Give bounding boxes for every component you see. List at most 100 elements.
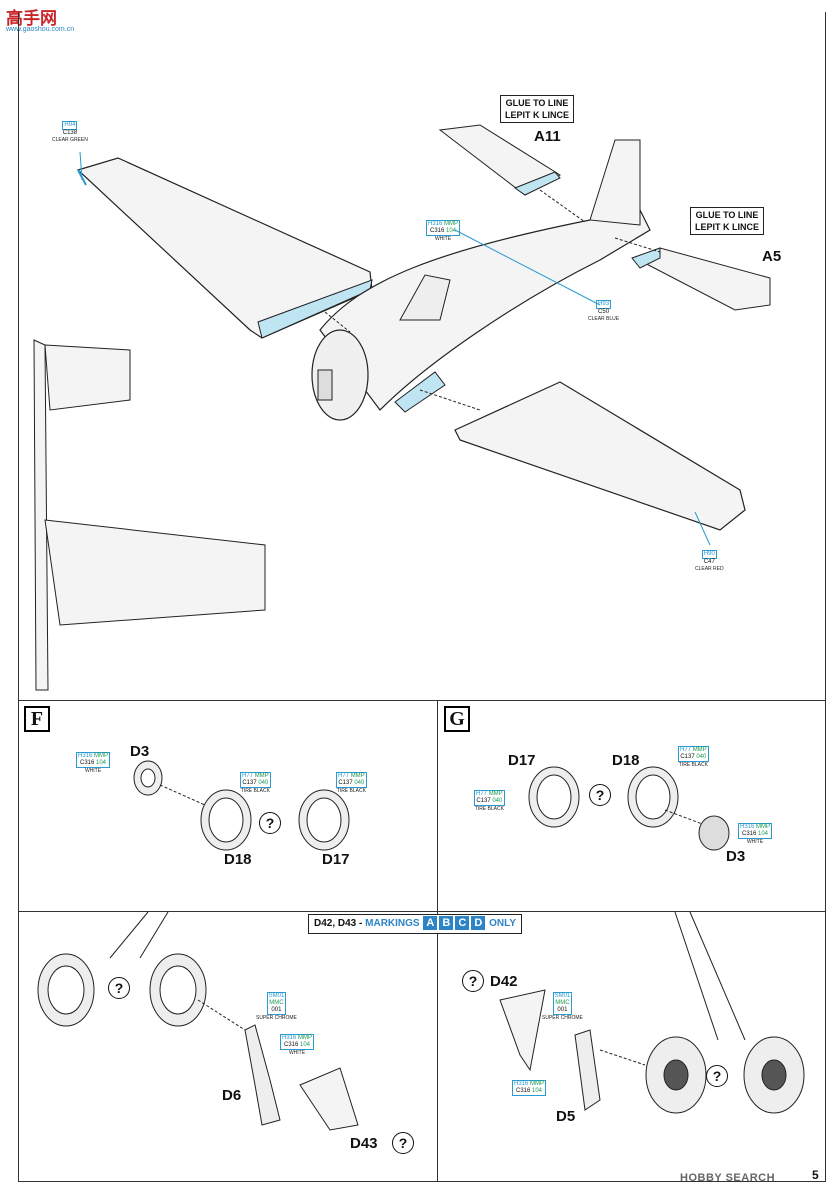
paint-code: C137 [242, 780, 257, 786]
optional-part-icon: ? [589, 784, 611, 806]
paint-code: C47 [703, 559, 715, 565]
paint-code: H90 [701, 550, 717, 559]
lower-right-frame [437, 911, 826, 1182]
paint-code: C316 [79, 760, 95, 766]
marking-badge-d: D [471, 916, 486, 931]
paint-name: TIRE BLACK [678, 762, 708, 768]
paint-name: TIRE BLACK [474, 806, 504, 812]
aircraft-illustration [33, 124, 771, 691]
paint-code: H77 [338, 773, 350, 779]
paint-code: H94 [62, 121, 78, 130]
glue-label-a5: GLUE TO LINE LEPIT K LINCE [690, 207, 765, 235]
paint-code: MMP [756, 824, 771, 830]
paint-code: MMP [444, 221, 459, 227]
paint-name: SUPER CHROME [542, 1015, 583, 1021]
part-label-d17: D17 [508, 752, 536, 769]
paint-name: CLEAR BLUE [588, 316, 620, 322]
paint-code: H316 [282, 1035, 297, 1041]
glue-label-a11: GLUE TO LINE LEPIT K LINCE [500, 95, 575, 123]
section-f-label: F [24, 706, 50, 732]
paint-code: C138 [62, 130, 78, 136]
section-g-label: G [444, 706, 470, 732]
paint-code: MMP [254, 773, 269, 779]
paint-code: C50 [598, 309, 610, 315]
glue-line1: GLUE TO LINE [695, 210, 759, 220]
paint-name: WHITE [288, 1050, 306, 1056]
paint-code: H316 [78, 753, 93, 759]
part-label-d43: D43 [350, 1135, 378, 1152]
part-label-d3: D3 [130, 743, 150, 760]
paint-code: C316 [515, 1088, 531, 1094]
part-label-d42: D42 [490, 973, 518, 990]
paint-name: WHITE [434, 236, 452, 242]
paint-code: MMP [488, 791, 503, 797]
paint-code: H77 [242, 773, 254, 779]
paint-name: WHITE [746, 839, 764, 845]
paint-code: 040 [492, 798, 503, 804]
paint-code: C316 [283, 1042, 299, 1048]
site-logo-url: www.gaoshou.com.cn [6, 26, 75, 33]
marking-badge-a: A [423, 916, 438, 931]
paint-code: C137 [680, 754, 695, 760]
paint-code: H316 [514, 1081, 529, 1087]
optional-part-icon: ? [462, 970, 484, 992]
paint-code: 001 [557, 1007, 568, 1013]
paint-name: WHITE [84, 768, 102, 774]
paint-callout-clear-red: H90 C47 CLEAR RED [695, 550, 724, 573]
paint-code: 040 [354, 780, 365, 786]
paint-callout-clear-blue: H93 C50 CLEAR BLUE [588, 300, 619, 323]
paint-code: MMP [530, 1081, 545, 1087]
paint-code: MMP [298, 1035, 313, 1041]
paint-code: H77 [476, 791, 488, 797]
paint-name: TIRE BLACK [240, 788, 270, 794]
paint-code: H93 [596, 300, 612, 309]
marking-badge-b: B [439, 916, 454, 931]
marking-badge-c: C [455, 916, 470, 931]
part-label-d17: D17 [322, 851, 350, 868]
paint-code: MMC [269, 1000, 284, 1006]
optional-part-icon: ? [392, 1132, 414, 1154]
markings-suffix: ONLY [489, 918, 517, 929]
paint-code: H316 [740, 824, 755, 830]
paint-code: 104 [300, 1042, 311, 1048]
watermark: HOBBY SEARCH [680, 1172, 776, 1184]
part-label-d5: D5 [556, 1108, 576, 1125]
paint-code: 040 [258, 780, 269, 786]
paint-code: 104 [758, 831, 769, 837]
part-label-d18: D18 [612, 752, 640, 769]
glue-line2: LEPIT K LINCE [695, 222, 760, 232]
paint-name: CLEAR GREEN [52, 137, 88, 143]
paint-name: CLEAR RED [695, 566, 724, 572]
markings-word: MARKINGS [365, 918, 420, 929]
paint-code: 104 [532, 1088, 543, 1094]
paint-callout-clear-green: H94 C138 CLEAR GREEN [52, 121, 88, 144]
part-label-d18: D18 [224, 851, 252, 868]
paint-code: SM01 [268, 993, 285, 999]
paint-code: C137 [476, 798, 491, 804]
paint-code: H316 [428, 221, 443, 227]
part-label-d6: D6 [222, 1087, 242, 1104]
optional-part-icon: ? [706, 1065, 728, 1087]
paint-code: C137 [338, 780, 353, 786]
paint-code: C316 [741, 831, 757, 837]
paint-code: 104 [96, 760, 107, 766]
paint-name: TIRE BLACK [336, 788, 366, 794]
top-frame [18, 12, 826, 700]
paint-code: 001 [271, 1007, 282, 1013]
optional-part-icon: ? [259, 812, 281, 834]
page-number: 5 [812, 1168, 819, 1182]
paint-code: 104 [446, 228, 457, 234]
